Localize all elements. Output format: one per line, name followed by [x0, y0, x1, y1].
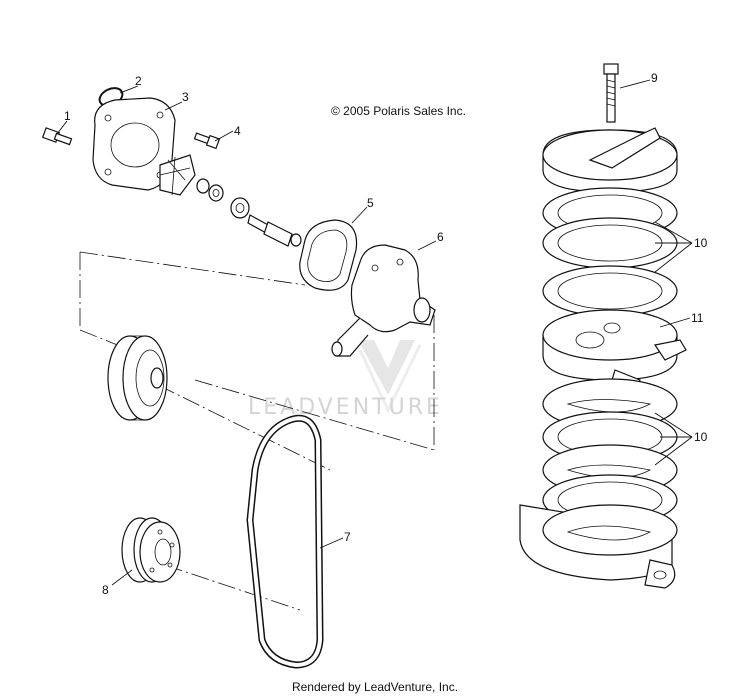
part-gasket-5: [299, 219, 358, 291]
callout-5: 5: [367, 196, 374, 210]
part-pump-cover-3: [92, 97, 176, 191]
part-pump-housing-6: [331, 244, 436, 357]
part-impeller: [159, 154, 196, 196]
watermark-text: LEADVENTURE: [248, 395, 443, 420]
part-belt-7: [246, 414, 324, 669]
callout-7: 7: [344, 530, 351, 544]
callout-2: 2: [135, 74, 142, 88]
callout-4: 4: [234, 124, 241, 138]
callout-labels: 1 2 3 4 5 6 7 8 9 10 10 11: [64, 71, 708, 597]
callout-3: 3: [182, 90, 189, 104]
callout-8: 8: [102, 583, 109, 597]
callout-10-upper: 10: [694, 236, 708, 250]
callout-10-lower: 10: [694, 430, 708, 444]
part-shaft: [247, 214, 302, 247]
part-drive-pulley: [107, 335, 168, 421]
callout-9: 9: [651, 71, 658, 85]
part-pump-stack: [519, 127, 687, 589]
part-seals: [196, 178, 250, 219]
copyright-text: © 2005 Polaris Sales Inc.: [331, 104, 466, 118]
dashed-frame: [79, 251, 435, 611]
part-long-bolt-9: [603, 63, 619, 123]
part-pulley-8: [121, 517, 181, 583]
footer-text: Rendered by LeadVenture, Inc.: [291, 680, 459, 694]
watermark-logo: [358, 340, 422, 414]
part-screw-4: [193, 132, 221, 150]
part-bolt-1: [41, 127, 73, 146]
leader-lines: [56, 79, 693, 586]
callout-11: 11: [691, 311, 704, 325]
callout-1: 1: [64, 109, 71, 123]
callout-6: 6: [437, 230, 444, 244]
